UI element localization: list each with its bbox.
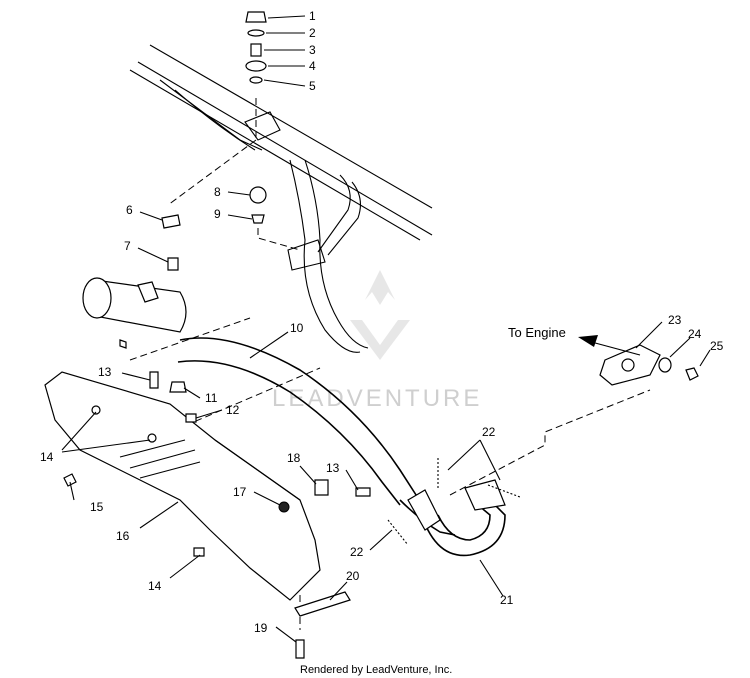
- callout-labels: 1 2 3 4 5 6 7 8 9 10 11 12 13 13 14 14 1…: [40, 9, 724, 635]
- hardware-stack: [245, 11, 267, 84]
- j-pipe: [407, 479, 506, 557]
- muffler: [82, 277, 187, 349]
- callout-3: 3: [309, 43, 316, 57]
- callout-22: 22: [482, 425, 496, 439]
- callout-23: 23: [668, 313, 682, 327]
- nut-17: [278, 501, 290, 513]
- heat-shield: [44, 371, 321, 601]
- washer-9: [251, 214, 265, 224]
- callout-20: 20: [346, 569, 360, 583]
- callout-19: 19: [254, 621, 268, 635]
- arrow-icon: [578, 335, 641, 356]
- bolt-13-lower: [355, 487, 371, 497]
- callout-25: 25: [710, 339, 724, 353]
- clip-18: [314, 479, 329, 496]
- bolt-7: [167, 257, 179, 271]
- callout-7: 7: [124, 239, 131, 253]
- callout-18: 18: [287, 451, 301, 465]
- callout-1: 1: [309, 9, 316, 23]
- callout-12: 12: [226, 403, 240, 417]
- bolt-13-upper: [149, 371, 159, 389]
- callout-21: 21: [500, 593, 514, 607]
- callout-10: 10: [290, 321, 304, 335]
- nut-11: [169, 381, 187, 393]
- watermark-logo: [350, 270, 410, 360]
- screw-15: [63, 473, 77, 487]
- callout-11: 11: [205, 391, 218, 405]
- watermark-text: LEADVENTURE: [272, 385, 482, 412]
- callout-13: 13: [98, 365, 112, 379]
- nut-6: [161, 214, 181, 229]
- callout-5: 5: [309, 79, 316, 93]
- leader-lines: [61, 15, 711, 643]
- knob-8: [249, 186, 267, 204]
- callout-9: 9: [214, 207, 221, 221]
- callout-2: 2: [309, 26, 316, 40]
- callout-6: 6: [126, 203, 133, 217]
- callout-14: 14: [148, 579, 162, 593]
- callout-8: 8: [214, 185, 221, 199]
- to-engine-label: To Engine: [508, 325, 566, 340]
- bolt-19: [295, 639, 305, 659]
- callout-15: 15: [90, 500, 104, 514]
- callout-24: 24: [688, 327, 702, 341]
- callout-22: 22: [350, 545, 364, 559]
- screw-14-lower: [193, 547, 205, 557]
- callout-16: 16: [116, 529, 130, 543]
- clip-12: [185, 413, 197, 423]
- frame: [129, 44, 433, 353]
- callout-13: 13: [326, 461, 340, 475]
- callout-4: 4: [309, 59, 316, 73]
- callout-17: 17: [233, 485, 247, 499]
- footer-credit: Rendered by LeadVenture, Inc.: [300, 664, 452, 676]
- spring-left: [387, 519, 409, 546]
- bracket: [294, 591, 351, 617]
- flange-assembly: [599, 344, 699, 386]
- spring-right: [487, 484, 521, 498]
- callout-14: 14: [40, 450, 54, 464]
